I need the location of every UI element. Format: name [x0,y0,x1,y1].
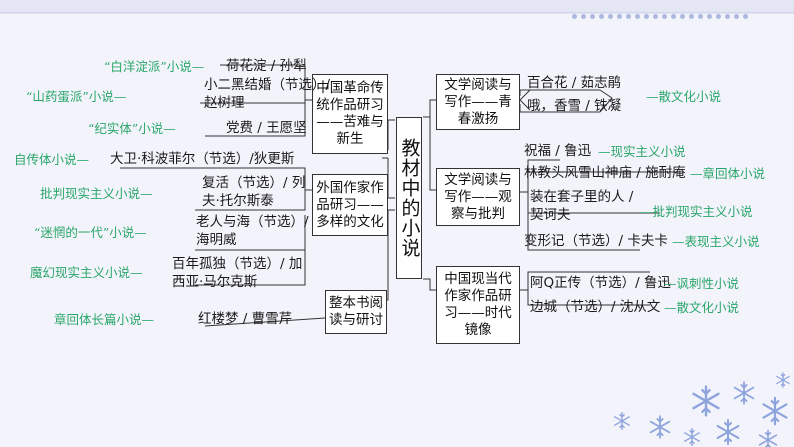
branch-label-line: 多样的文化 [316,213,384,230]
branch-box-youth: 文学阅读与 写作——青 春激扬 [436,74,520,130]
snowflake-icon [758,429,778,447]
branch-label-line: 外国作家作 [316,179,384,196]
genre-tag: —章回体小说 [690,166,766,181]
genre-tag: “纪实体”小说— [88,121,176,136]
work-item: 哦，香雪 / 铁凝 [527,98,622,114]
work-item: 西亚·马尔克斯 [172,274,258,290]
work-item: 夫·托尔斯泰 [202,193,274,209]
branch-label-line: 整本书阅 [329,295,383,311]
branch-label-line: 察与批判 [451,205,505,222]
branch-box-modern: 中国现当代 作家作品研 习——时代 镜像 [436,266,520,344]
branch-label-line: 文学阅读与 [444,171,512,188]
branch-label-line: 读与研讨 [329,312,383,328]
work-item: 边城（节选）/ 沈从文 [530,299,661,315]
top-decor-bar [0,0,794,19]
branch-label-line: ——苦难与 [316,114,384,130]
genre-tag: 自传体小说— [14,152,90,167]
work-item: 变形记（节选）/ 卡夫卡 [524,233,668,249]
branch-label-line: 文学阅读与 [444,76,512,93]
genre-tag: “山药蛋派”小说— [26,89,127,104]
branch-box-revolution: 中国革命传 统作品研习 ——苦难与 新生 [312,74,388,154]
snowflake-icon [684,427,700,447]
branch-label-line: 品研习—— [316,196,384,213]
branch-box-wholebook: 整本书阅 读与研讨 [325,290,387,334]
branch-label-line: 中国现当代 [444,271,512,287]
work-item: 百合花 / 茹志鹃 [527,75,622,91]
branch-label-line: 习——时代 [444,305,512,321]
genre-tag: —批判现实主义小说 [640,204,753,219]
work-item: 赵树理 [204,95,245,111]
branch-label-line: 统作品研习 [316,97,384,113]
genre-tag: 批判现实主义小说— [40,186,153,201]
work-item: 老人与海（节选）/ [196,214,309,230]
branch-label-line: 新生 [336,131,364,147]
snowflake-icon [692,385,720,417]
snowflake-icon [733,381,755,405]
work-item: 党费 / 王愿坚 [226,120,307,136]
genre-tag: “白洋淀派”小说— [104,59,205,74]
genre-tag: —现实主义小说 [598,144,686,159]
genre-tag: —散文化小说 [664,300,740,315]
genre-tag: “迷惘的一代”小说— [34,225,147,240]
work-item: 装在套子里的人 / [530,189,634,205]
branch-label-line: 春激扬 [457,110,499,127]
branch-label-line: 写作——观 [444,188,512,205]
branch-label-line: 中国革命传 [316,80,384,96]
genre-tag: 章回体长篇小说— [54,312,155,327]
snowflake-icon [716,419,740,445]
work-item: 阿Q正传（节选）/ 鲁迅 [530,275,671,291]
genre-tag: —表现主义小说 [672,234,760,249]
branch-label-line: 镜像 [464,322,492,338]
center-topic: 教材中的小说 [396,117,422,279]
work-item: 祝福 / 鲁迅 [524,143,592,159]
work-item: 红楼梦 / 曹雪芹 [198,311,293,327]
branch-label-line: 写作——青 [444,93,512,110]
work-item: 小二黑结婚（节选）/ [204,77,331,93]
work-item: 契诃夫 [530,207,571,223]
work-item: 荷花淀 / 孙犁 [226,58,307,74]
genre-tag: 魔幻现实主义小说— [30,265,143,280]
work-item: 海明威 [196,232,237,248]
genre-tag: —散文化小说 [646,89,722,104]
branch-label-line: 作家作品研 [444,288,512,304]
snowflake-icon [614,411,630,431]
snowflake-icon [762,396,788,426]
snowflake-icon [776,372,790,388]
branch-box-foreign: 外国作家作 品研习—— 多样的文化 [312,174,388,236]
snowflake-icon [649,415,671,439]
genre-tag: —讽刺性小说 [664,276,740,291]
work-item: 大卫·科波菲尔（节选）/狄更斯 [110,151,295,167]
work-item: 林教头风雪山神庙 / 施耐庵 [524,165,686,181]
work-item: 百年孤独（节选）/ 加 [172,256,303,272]
work-item: 复活（节选）/ 列 [202,175,306,191]
branch-box-observe: 文学阅读与 写作——观 察与批判 [436,168,520,226]
